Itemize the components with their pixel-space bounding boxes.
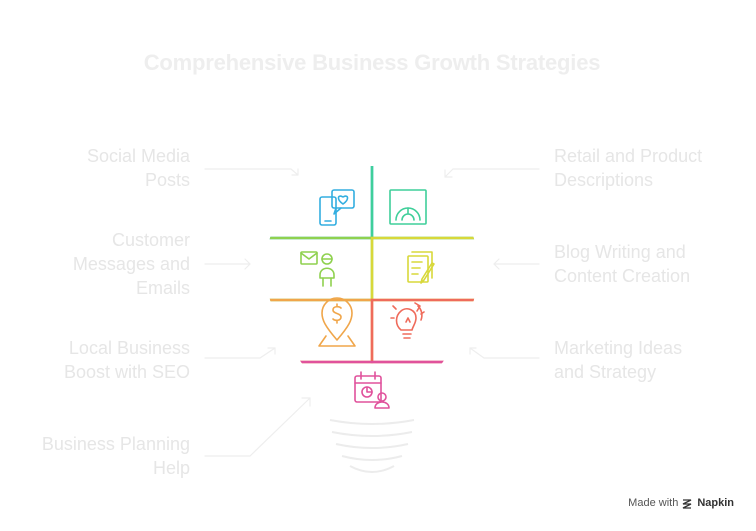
leader-line bbox=[493, 258, 540, 270]
label-marketing-ideas: Marketing Ideas and Strategy bbox=[554, 338, 683, 382]
red-segment bbox=[370, 298, 478, 364]
base-ring bbox=[335, 443, 409, 449]
page-title: Comprehensive Business Growth Strategies bbox=[143, 50, 601, 75]
base-ring bbox=[349, 465, 395, 473]
phone-heart-icon bbox=[319, 189, 355, 226]
bulb-base bbox=[329, 419, 415, 473]
leader-line bbox=[204, 397, 311, 457]
document-pen-icon bbox=[407, 251, 435, 284]
leader-lines bbox=[204, 168, 540, 457]
napkin-brand-text: Napkin bbox=[697, 497, 734, 509]
napkin-logo-icon bbox=[683, 498, 692, 509]
base-ring bbox=[329, 419, 415, 425]
lightbulb-icon bbox=[390, 302, 425, 339]
leader-line bbox=[444, 168, 540, 178]
bulb-segments bbox=[266, 166, 478, 410]
leader-line bbox=[469, 347, 540, 359]
blue-segment bbox=[266, 166, 374, 240]
envelope-person-icon bbox=[300, 251, 335, 287]
base-ring bbox=[341, 455, 403, 461]
calendar-chart-person-icon bbox=[354, 371, 390, 409]
label-local-business: Local Business Boost with SEO bbox=[63, 338, 190, 382]
green-segment bbox=[266, 236, 374, 302]
label-business-planning: Business Planning Help bbox=[41, 434, 190, 478]
orange-segment bbox=[266, 298, 374, 364]
teal-segment bbox=[370, 166, 478, 240]
label-retail-product: Retail and Product Descriptions bbox=[554, 146, 703, 190]
footer-credit: Made with Napkin bbox=[628, 497, 734, 509]
location-dollar-icon bbox=[318, 297, 356, 347]
pink-segment bbox=[266, 360, 478, 410]
base-ring bbox=[331, 431, 413, 437]
label-social-media: Social Media Posts bbox=[86, 146, 190, 190]
label-blog-writing: Blog Writing and Content Creation bbox=[554, 242, 691, 286]
made-with-text: Made with bbox=[628, 497, 679, 509]
leader-line bbox=[204, 258, 251, 270]
product-box-icon bbox=[389, 189, 427, 225]
label-customer-messages: Customer Messages and Emails bbox=[72, 230, 190, 298]
leader-line bbox=[204, 168, 299, 176]
leader-line bbox=[204, 347, 276, 359]
